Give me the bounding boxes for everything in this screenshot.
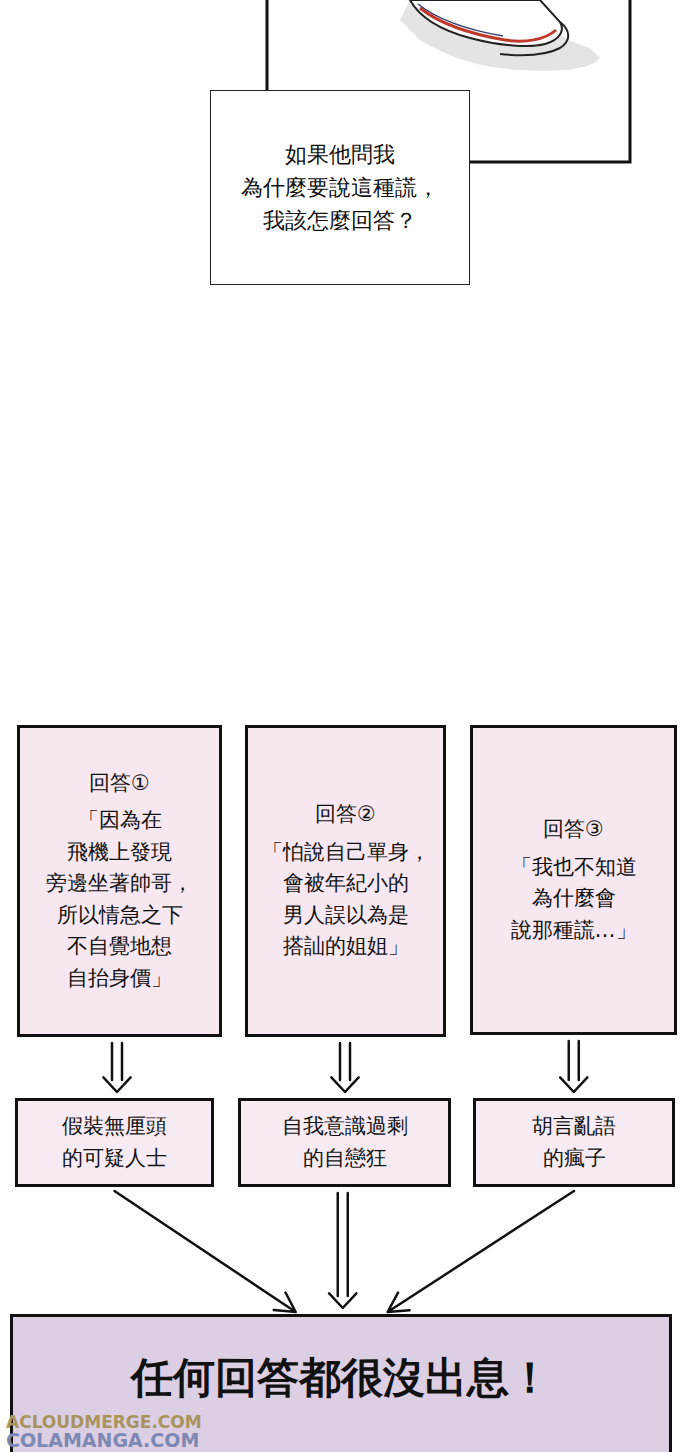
answer-box: 回答① 「因為在 飛機上發現 旁邊坐著帥哥， 所以情急之下 不自覺地想 自抬身價」 [17, 725, 222, 1037]
arrow-connector [388, 1191, 574, 1312]
answer-box: 回答③ 「我也不知道 為什麼會 說那種謊…」 [470, 725, 677, 1035]
box-text: 任何回答都很沒出息！ [131, 1353, 551, 1403]
result-box: 自我意識過剩 的自戀狂 [238, 1098, 451, 1187]
answer-box: 回答② 「怕說自己單身， 會被年紀小的 男人誤以為是 搭訕的姐姐」 [245, 725, 446, 1037]
box-text: 胡言亂語 的瘋子 [532, 1111, 616, 1174]
arrow-connector [329, 1193, 356, 1308]
box-text: 「怕說自己單身， 會被年紀小的 男人誤以為是 搭訕的姐姐」 [262, 837, 430, 963]
sneaker-drawing [400, 0, 600, 71]
box-text: 自我意識過剩 的自戀狂 [282, 1111, 408, 1174]
box-text: 「我也不知道 為什麼會 說那種謊…」 [511, 852, 637, 947]
arrow-connector [331, 1043, 358, 1092]
answer-heading: 回答① [89, 768, 150, 800]
arrow-connector [103, 1043, 130, 1092]
arrow-connector [115, 1191, 296, 1312]
arrow-connector [560, 1041, 587, 1092]
result-box: 胡言亂語 的瘋子 [473, 1098, 675, 1187]
watermark: COLAMANGA.COM [6, 1431, 199, 1450]
box-text: 假裝無厘頭 的可疑人士 [62, 1111, 167, 1174]
watermark: ACLOUDMERGE.COM [6, 1414, 202, 1431]
narration-box: 如果他問我 為什麼要說這種謊， 我該怎麼回答？ [210, 90, 470, 285]
box-text: 「因為在 飛機上發現 旁邊坐著帥哥， 所以情急之下 不自覺地想 自抬身價」 [46, 805, 193, 994]
box-text: 如果他問我 為什麼要說這種謊， 我該怎麼回答？ [241, 138, 439, 237]
answer-heading: 回答③ [543, 814, 604, 846]
result-box: 假裝無厘頭 的可疑人士 [15, 1098, 214, 1187]
answer-heading: 回答② [315, 799, 376, 831]
